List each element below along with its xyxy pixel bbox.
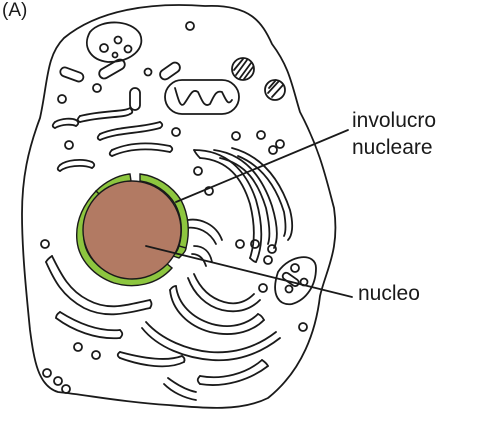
golgi-apparatus [186,131,292,266]
vesicle [113,53,118,58]
vesicle [125,46,132,53]
label-nuclear-envelope-line1: involucro [352,109,436,133]
nucleus [83,181,181,279]
centriole [265,80,285,100]
panel-tag: (A) [2,0,27,22]
centriole [232,58,254,80]
vesicle-cluster [87,22,141,62]
lysosome [275,257,316,304]
vesicle [115,37,122,44]
label-nuclear-envelope-line2: nucleare [352,136,433,160]
mitochondrion [165,80,239,114]
organelles-upper [53,22,194,171]
label-nucleus: nucleo [358,282,420,306]
vesicle [100,44,108,52]
